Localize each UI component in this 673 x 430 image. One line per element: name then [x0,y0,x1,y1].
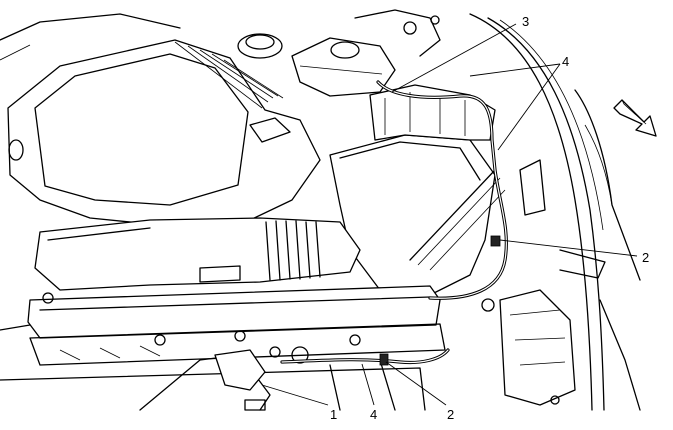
arrow-icon [613,99,657,137]
callout-4-bottom: 4 [370,407,377,422]
hose-clip-upper [490,235,501,247]
coolant-reservoir [237,9,441,97]
callout-2-right: 2 [642,250,649,265]
hose-clip-lower [379,353,389,366]
radiator-support [0,285,446,411]
right-bracket [481,159,576,406]
intake-duct [34,217,361,291]
lower-components [139,346,396,411]
callout-2-bottom: 2 [447,407,454,422]
engine-cover [0,13,321,227]
callout-3-top: 3 [522,14,529,29]
routed-hose [280,80,508,366]
callout-1-bottom: 1 [330,407,337,422]
leader-lines [261,23,638,406]
callout-4-top: 4 [562,54,569,69]
hood-outline [469,13,641,411]
air-cleaner [329,84,506,301]
